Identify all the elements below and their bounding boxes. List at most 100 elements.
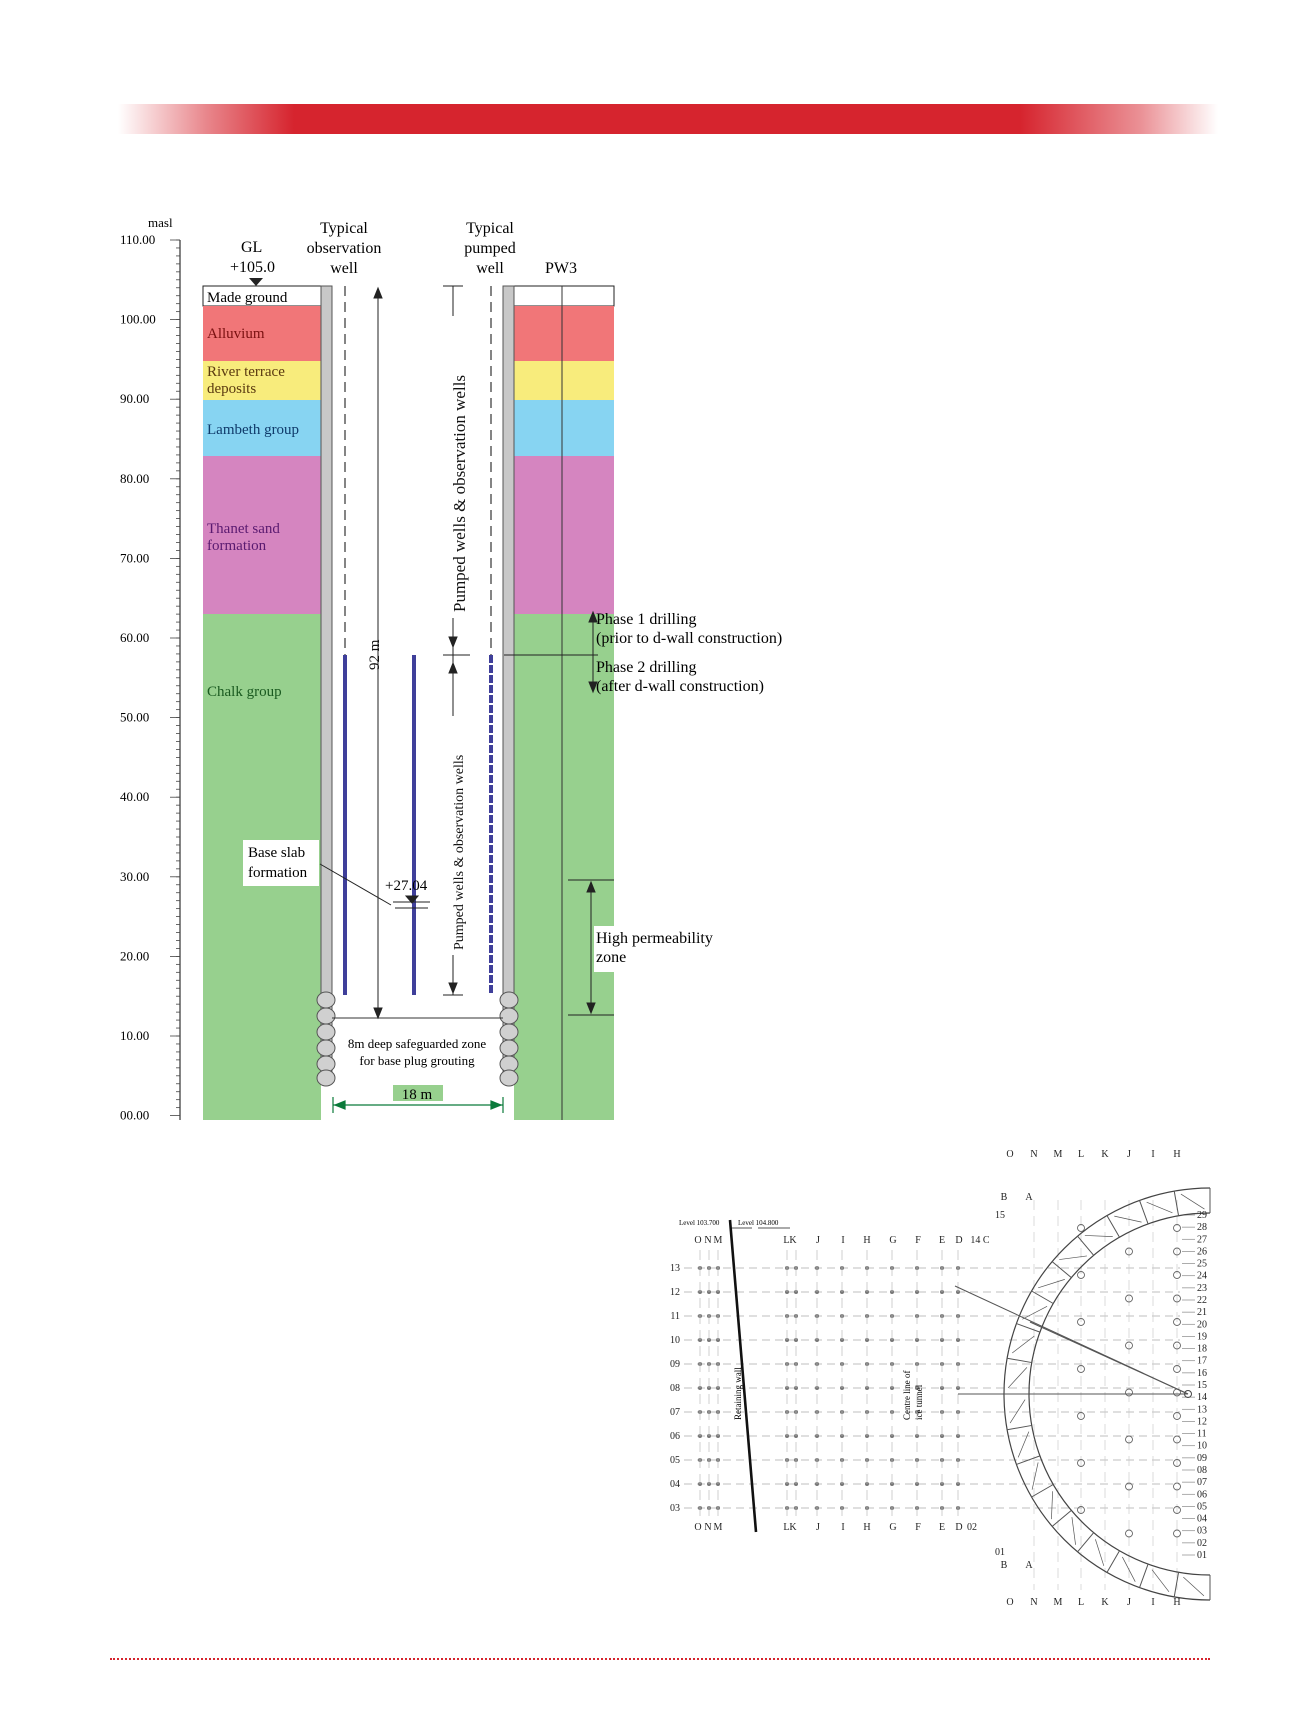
geological-section-diagram: masl 110.00100.0090.0080.0070.0060.0050.…	[120, 215, 782, 1123]
plan-well-circle	[1173, 1247, 1181, 1256]
plan-well-circle	[1077, 1412, 1085, 1420]
plan-well-circle	[1125, 1435, 1133, 1444]
base-slab-box	[243, 840, 319, 886]
base-slab-line2: formation	[248, 865, 308, 881]
plan-label-02: 02	[967, 1522, 977, 1533]
plan-right-number: 01	[1197, 1550, 1207, 1561]
plan-col-letter-bottom: D	[955, 1522, 962, 1533]
plan-col-letter-bottom: E	[939, 1522, 945, 1533]
plan-bottom-letter: N	[1030, 1597, 1037, 1608]
plan-right-number: 24	[1197, 1271, 1207, 1282]
phase1-line1: Phase 1 drilling	[596, 611, 696, 628]
dimension-pumped-wells	[443, 285, 470, 996]
tunnel-segment-joint	[1139, 1563, 1149, 1588]
plan-right-number: 18	[1197, 1344, 1207, 1355]
high-perm-box	[594, 926, 736, 972]
plan-top-letter: N	[1030, 1149, 1037, 1160]
plan-col-letter-top: G	[889, 1235, 896, 1246]
plan-row-label: 03	[670, 1503, 680, 1514]
plan-bottom-letter: M	[1054, 1597, 1063, 1608]
plan-grid	[684, 1200, 1195, 1590]
axis-minor-ticks	[170, 239, 180, 1116]
plan-right-number: 25	[1197, 1259, 1207, 1270]
tunnel-segment-joint	[1139, 1200, 1149, 1225]
axis-tick-label: 20.00	[120, 948, 149, 963]
plan-right-number: 12	[1197, 1416, 1207, 1427]
plan-top-letter: K	[1101, 1149, 1109, 1160]
axis-tick-label: 30.00	[120, 869, 149, 884]
tunnel-segments	[1004, 1188, 1211, 1600]
layer-label-thanet-2: formation	[207, 538, 267, 554]
plan-top-letter: L	[1078, 1149, 1084, 1160]
plan-well-circle	[1125, 1341, 1133, 1350]
plan-right-number: 10	[1197, 1441, 1207, 1452]
plan-right-number: 16	[1197, 1368, 1207, 1379]
plan-well-circle	[1173, 1271, 1181, 1279]
plan-bottom-letter: H	[1173, 1597, 1180, 1608]
tunnel-segment-brace	[1180, 1193, 1205, 1210]
plan-right-number: 06	[1197, 1489, 1207, 1500]
plan-right-number: 08	[1197, 1465, 1207, 1476]
plan-right-number: 17	[1197, 1356, 1207, 1367]
axis-tick-label: 40.00	[120, 789, 149, 804]
layer-river-terrace-left	[203, 361, 321, 400]
axis-tick-label: 80.00	[120, 471, 149, 486]
safeguard-line1: 8m deep safeguarded zone	[348, 1036, 486, 1051]
tunnel-segment-brace	[1071, 1517, 1076, 1545]
retaining-wall-line	[728, 1219, 758, 1533]
plan-bottom-letter: J	[1127, 1597, 1131, 1608]
tunnel-segment-brace	[1183, 1576, 1205, 1597]
base-slab-line1: Base slab	[248, 845, 305, 861]
obs-header-2: observation	[307, 240, 382, 257]
label-pumped-wells-lower: Pumped wells & observation wells	[452, 755, 467, 950]
tunnel-segment-brace	[1084, 1235, 1113, 1237]
plan-top-letter: H	[1173, 1149, 1180, 1160]
strata-right	[513, 285, 615, 1120]
plan-well-circle	[1173, 1412, 1181, 1420]
dimension-18m	[332, 1097, 504, 1113]
plan-well-circle	[1077, 1365, 1085, 1373]
label-92m: 92 m	[367, 639, 383, 670]
axis-tick-label: 00.00	[120, 1108, 149, 1123]
tunnel-segment-joint	[1051, 1509, 1072, 1527]
layer-label-lambeth: Lambeth group	[207, 422, 299, 438]
plan-well-circle	[1173, 1224, 1181, 1232]
pumped-header-1: Typical	[466, 220, 514, 237]
shaft-interior	[321, 286, 514, 1120]
dimension-92m	[373, 286, 383, 1020]
layer-alluvium-right	[514, 306, 614, 361]
plan-col-letter-top: O	[694, 1235, 701, 1246]
plan-right-number: 13	[1197, 1404, 1207, 1415]
tunnel-segment-joint	[1016, 1455, 1041, 1465]
plan-col-letter-top: M	[714, 1235, 723, 1246]
centre-line-label-2: ice tunnel	[914, 1384, 924, 1420]
tunnel-segment-joint	[1106, 1215, 1120, 1238]
axis-tick-label: 110.00	[120, 232, 155, 247]
plan-well-circle	[1077, 1459, 1085, 1467]
plan-right-number: 09	[1197, 1453, 1207, 1464]
tunnel-segment-joint	[1173, 1191, 1180, 1216]
gl-label: GL	[241, 239, 262, 256]
tunnel-segment-brace	[1011, 1335, 1035, 1354]
plan-col-letter-bottom: I	[841, 1522, 844, 1533]
phase-arrows	[504, 610, 598, 694]
tunnel-segment-brace	[1038, 1279, 1065, 1289]
plan-well-circle	[1125, 1247, 1133, 1256]
layer-label-thanet-1: Thanet sand	[207, 521, 280, 537]
pumped-header-3: well	[476, 260, 504, 277]
layer-label-made-ground: Made ground	[207, 290, 288, 306]
layer-chalk-right	[514, 614, 614, 1120]
plan-col-letter-bottom: M	[714, 1522, 723, 1533]
plan-right-number: 04	[1197, 1514, 1207, 1525]
plan-right-number: 14	[1197, 1392, 1207, 1403]
plan-well-circle	[1173, 1341, 1181, 1350]
jet-grout-right	[499, 991, 519, 1087]
gl-marker	[249, 278, 263, 286]
axis-tick-label: 100.00	[120, 312, 156, 327]
plan-layout-drawing: Retaining wall Centre line of ice tunnel…	[670, 1149, 1211, 1608]
tunnel-segment-brace	[1114, 1215, 1142, 1223]
plan-right-number: 27	[1197, 1234, 1207, 1245]
plan-top-letter: O	[1006, 1149, 1013, 1160]
tunnel-segment-brace	[1122, 1556, 1136, 1582]
plan-col-letter-top: E	[939, 1235, 945, 1246]
